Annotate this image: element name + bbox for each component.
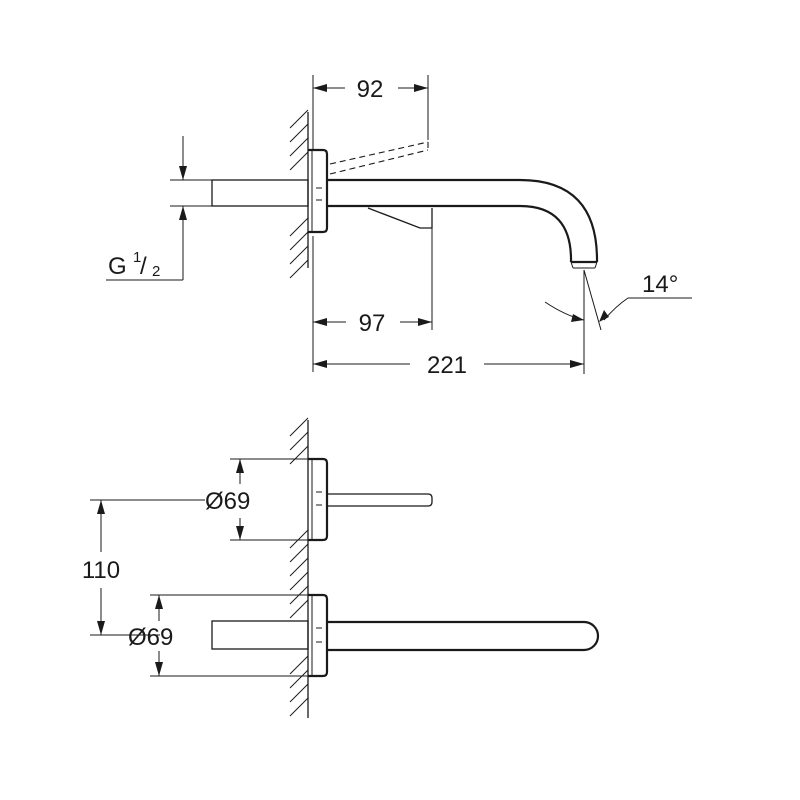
wall-front	[289, 417, 309, 718]
dim-wall-to-top: 92	[312, 75, 429, 150]
inwall-pipe	[211, 179, 309, 207]
dim-angle-label: 14°	[642, 271, 678, 298]
rosette-side	[308, 148, 329, 234]
dim-110-label: 110	[82, 557, 120, 584]
thread-numerator: 1	[133, 249, 141, 266]
rosette-lower	[308, 593, 329, 678]
lever-front	[327, 493, 433, 507]
thread-denominator: 2	[152, 263, 160, 280]
spout-front	[327, 620, 600, 652]
dim-total-projection: 221	[313, 270, 585, 379]
wall-side	[289, 109, 309, 279]
dim-rosette-upper-label: Ø69	[205, 488, 250, 515]
dim-rosette-upper: Ø69	[205, 458, 308, 541]
dim-rosette-lower: Ø69	[128, 594, 308, 677]
inwall-pipe-lower	[211, 620, 309, 650]
dim-angle: 14°	[544, 269, 692, 331]
thread-prefix: G	[108, 253, 127, 280]
lever-alt-position	[329, 141, 429, 175]
dim-thread: G 1 / 2	[106, 136, 212, 281]
dim-wall-to-lever: 97	[312, 210, 433, 372]
side-view: 92 G 1 / 2 97	[106, 75, 692, 379]
dim-rosette-lower-label: Ø69	[128, 624, 173, 651]
thread-slash: /	[140, 253, 147, 280]
lever	[367, 207, 433, 229]
spout	[327, 178, 599, 263]
front-view: Ø69 110 Ø69	[82, 417, 600, 718]
dim-221-label: 221	[427, 352, 467, 379]
dim-92-label: 92	[357, 76, 384, 103]
rosette-upper	[308, 457, 329, 542]
dim-center-distance: 110	[82, 499, 205, 636]
dim-97-label: 97	[359, 310, 386, 337]
